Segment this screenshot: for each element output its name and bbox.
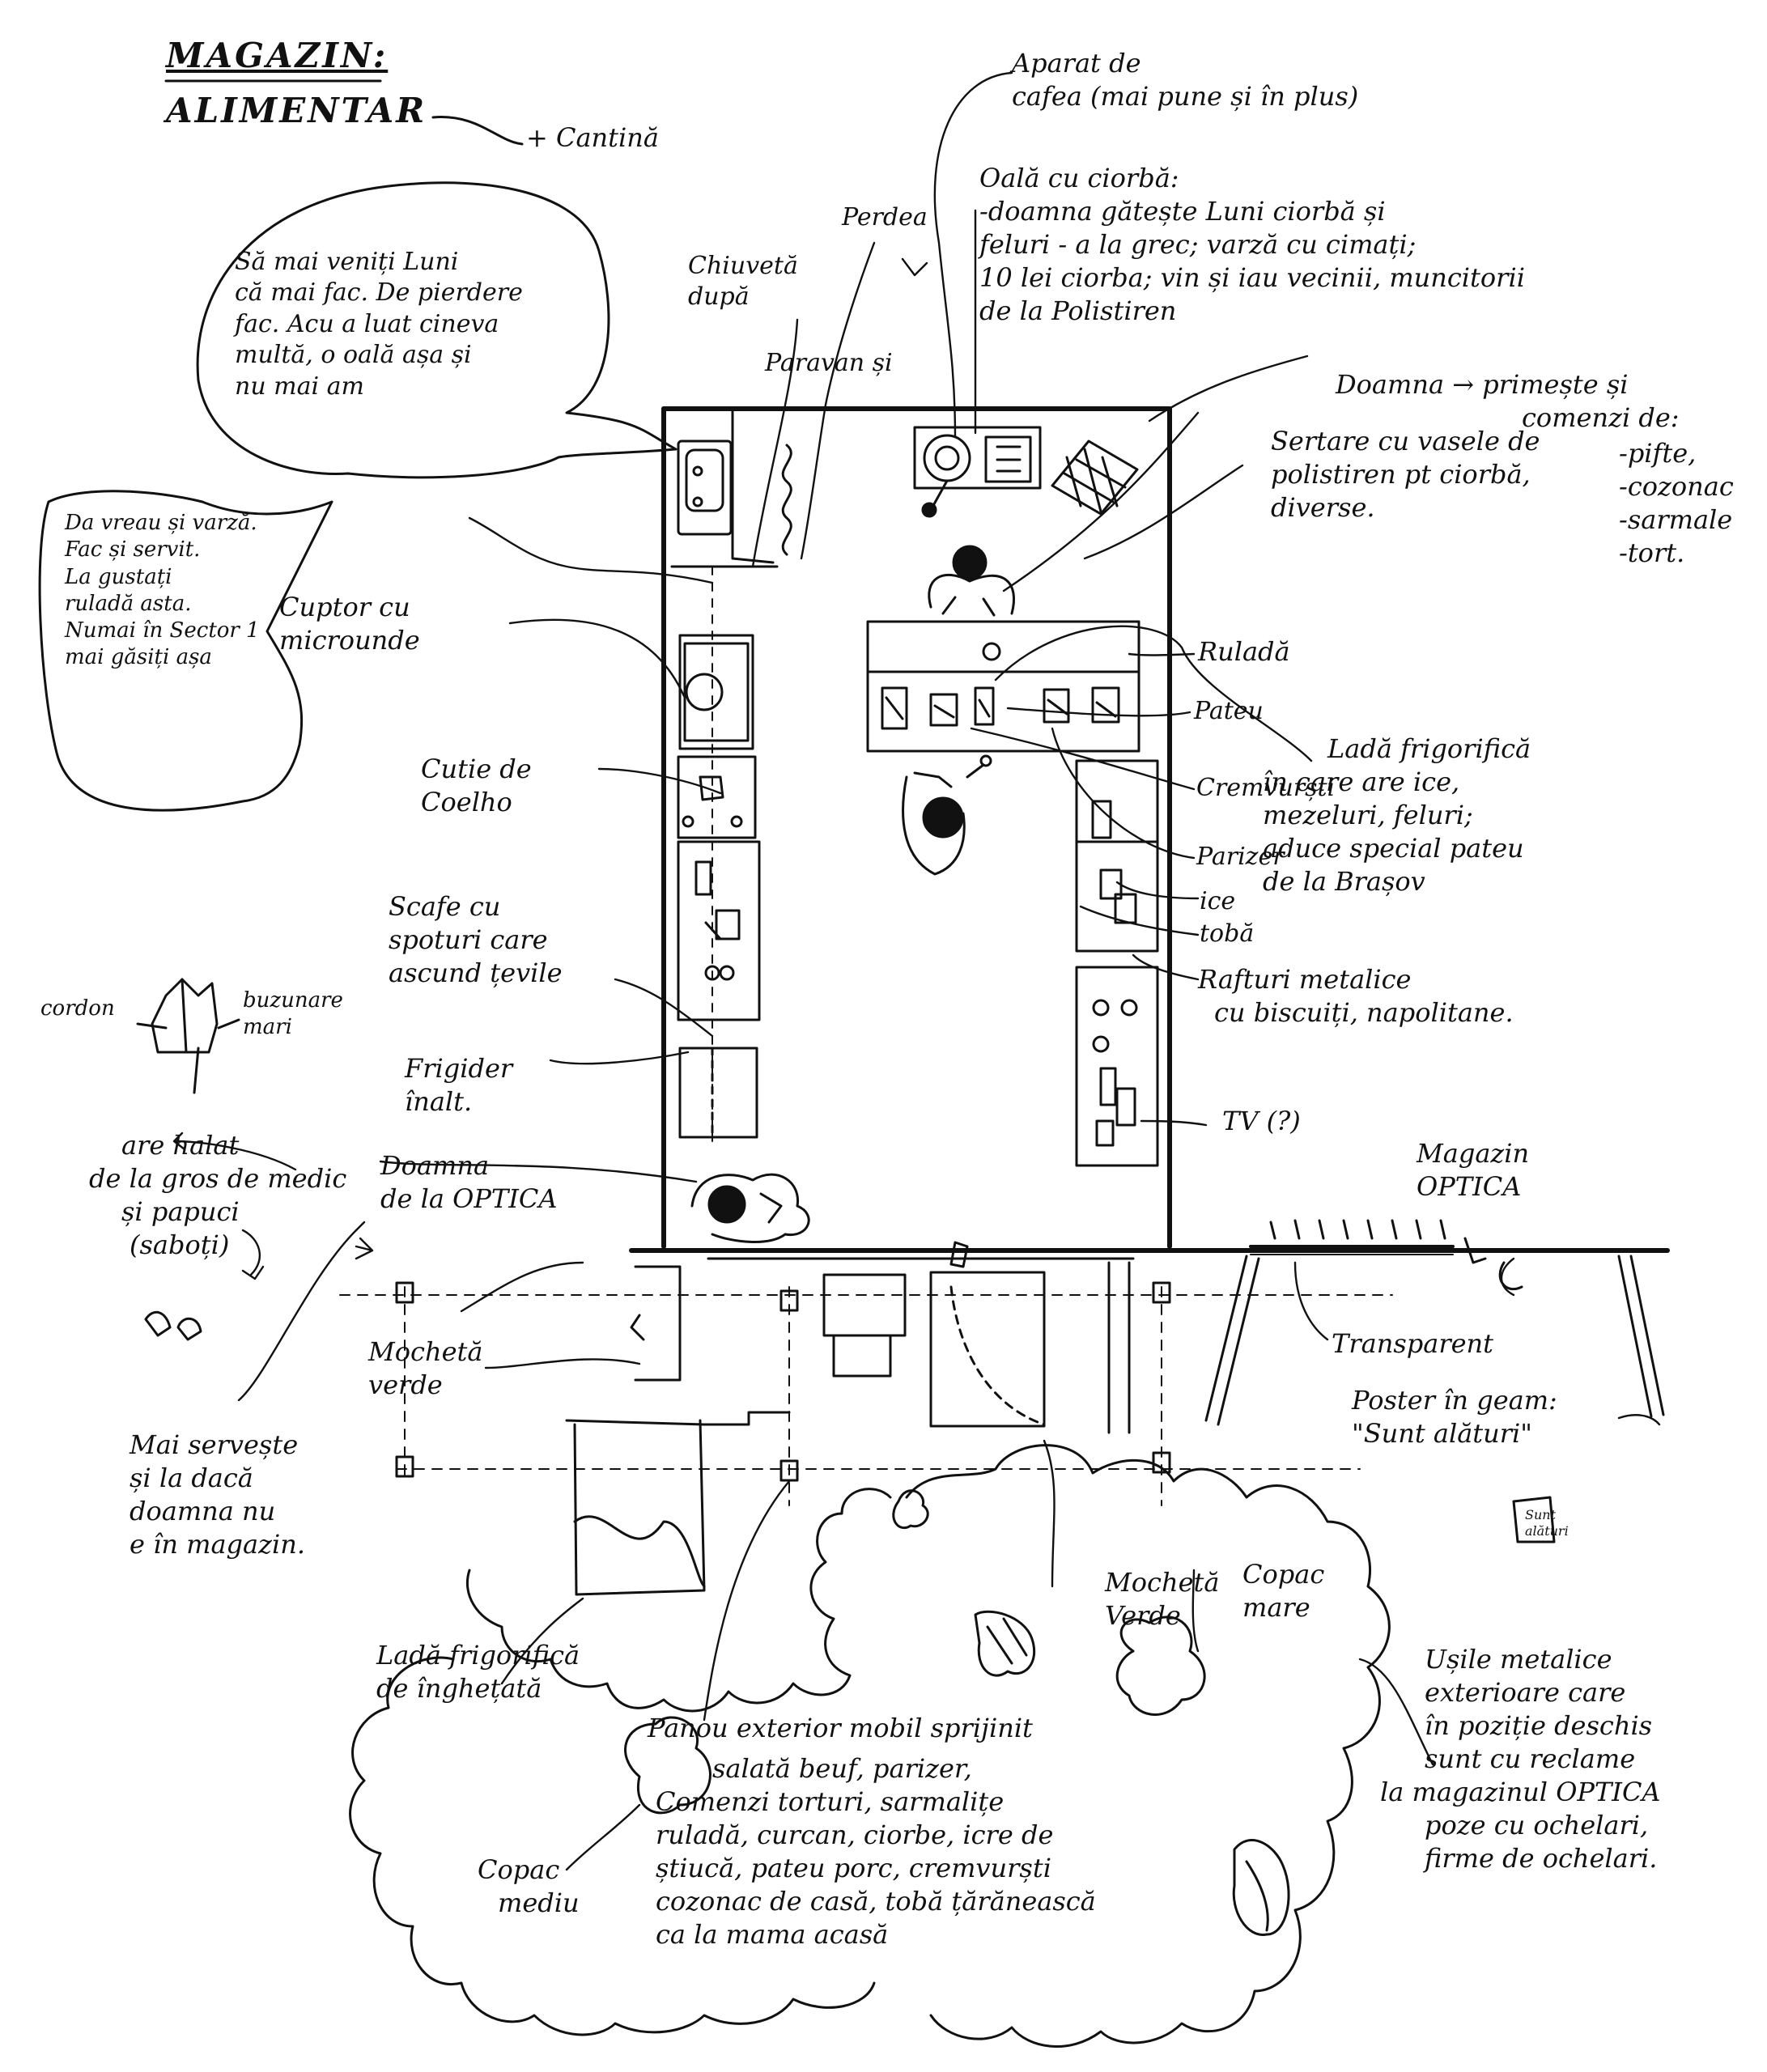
orders-list: -pifte, -cozonac -sarmale -tort. [1619, 438, 1734, 568]
robe-sketch [136, 978, 240, 1341]
speech-bubble-left-text: Da vreau și varză. Fac și servit. La gus… [65, 511, 260, 670]
entrance-doors [630, 1241, 1135, 1434]
optica-lady-figure [690, 1173, 810, 1243]
green-carpet-outline [339, 1286, 1393, 1506]
planter-sketch [974, 1610, 1036, 1677]
panel-items-list: salată beuf, parizer, Comenzi torturi, s… [656, 1753, 1096, 1950]
polystyrene-drawer [1051, 439, 1139, 516]
shrub-top [892, 1489, 929, 1530]
canteen-note: + Cantină [526, 122, 659, 153]
canteen-connector [431, 116, 524, 146]
serves-when-absent-label: Mai servește și la dacă doamna nu e în m… [130, 1429, 305, 1560]
microwave-cabinet [678, 634, 754, 750]
tv-label: TV (?) [1222, 1106, 1301, 1136]
tall-fridge [678, 1047, 758, 1139]
optica-shop-label: Magazin OPTICA [1417, 1138, 1530, 1202]
leader-lines [172, 71, 1661, 1871]
metal-shelves [1075, 966, 1159, 1167]
robe-note: are halat de la gros de medic și papuci … [89, 1130, 347, 1260]
speech-bubble-top [196, 181, 677, 479]
tall-fridge-label: Frigider înalt. [405, 1053, 513, 1117]
steps-label: Scafe cu spoturi care ascund țevile [389, 891, 563, 988]
tobe-label: tobă [1200, 919, 1255, 948]
freezer-chest [1075, 759, 1159, 953]
shop-walls [629, 406, 1670, 1253]
transparent-label: Transparent [1332, 1328, 1494, 1359]
soup-containers-label: Sertare cu vasele de polistiren pt ciorb… [1271, 426, 1540, 523]
pate-label: Pateu [1194, 697, 1264, 725]
outdoor-freezer [565, 1419, 706, 1596]
big-tree-trunk [1115, 1616, 1206, 1716]
page-title: MAGAZIN: [166, 36, 389, 75]
carpet-pins [395, 1281, 1171, 1482]
sausages-label: Cremvurști [1196, 774, 1336, 802]
metal-doors-label: Ușile metalice exterioare care în poziți… [1380, 1644, 1661, 1874]
optica-lady-label: Doamna de la OPTICA [380, 1150, 558, 1214]
page-subtitle: ALIMENTAR [166, 91, 427, 130]
customer-figure [902, 754, 992, 876]
soup-pot [913, 426, 1042, 518]
outdoor-panel [703, 1411, 791, 1426]
curtain-label: Perdea [842, 203, 928, 231]
tree-bottom-canopy [349, 1656, 876, 2036]
ice-label: ice [1200, 887, 1236, 915]
shop-lady-figure [928, 545, 1016, 617]
curtain-wave [781, 444, 792, 556]
display-counter [866, 620, 1140, 753]
speech-bubble-top-text: Să mai veniți Luni că mai fac. De pierde… [235, 248, 523, 401]
sign-sketch-shape [1512, 1496, 1556, 1543]
coelho-label: Cutie de Coelho [421, 754, 532, 817]
green-carpet-right-label: Mochetă Verde [1105, 1567, 1220, 1631]
medium-tree [624, 1716, 711, 1815]
medium-tree-label: Copac mediu [478, 1854, 580, 1918]
screen-label: Paravan și [765, 349, 893, 377]
sink-label: Chiuvetă după [688, 252, 798, 312]
sink [677, 439, 733, 536]
speech-bubble-left [38, 490, 333, 812]
lady-receives-label: Doamna → primește și comenzi de: [1336, 369, 1680, 433]
tree-left-canopy [465, 1488, 892, 1713]
robe-pockets-label: buzunare mari [243, 988, 343, 1040]
microwave-label: Cuptor cu microunde [279, 592, 420, 656]
coelho-boxes [677, 755, 757, 839]
rulada-label: Ruladă [1198, 636, 1290, 667]
outdoor-panel-label: Panou exterior mobil sprijinit [648, 1713, 1033, 1743]
robe-cordon-label: cordon [40, 996, 115, 1021]
outdoor-freezer-label: Ladă frigorifică de înghețată [376, 1640, 580, 1704]
partition-screen [731, 407, 775, 564]
big-tree-label: Copac mare [1242, 1559, 1325, 1623]
steps-shelving [677, 840, 761, 1021]
coffee-machine-label: Aparat de cafea (mai pune și în plus) [1012, 48, 1359, 112]
leaf-sketch-bottom [1232, 1839, 1290, 1936]
window-sign-label: Poster în geam: "Sunt alături" [1352, 1385, 1557, 1449]
sign-sketch-text: Sunt alături [1525, 1507, 1569, 1539]
optica-shop-frontage [1204, 1219, 1665, 1426]
freezer-description: Ladă frigorifică în care are ice, mezelu… [1263, 733, 1531, 897]
big-tree-canopy [905, 1444, 1391, 2048]
soup-pot-label: Oală cu ciorbă: -doamna gătește Luni cio… [979, 163, 1525, 326]
parizer-label: Parizer [1196, 843, 1285, 871]
green-carpet-left-label: Mochetă verde [368, 1336, 483, 1400]
metal-shelves-label: Rafturi metalice cu biscuiți, napolitane… [1198, 964, 1514, 1028]
